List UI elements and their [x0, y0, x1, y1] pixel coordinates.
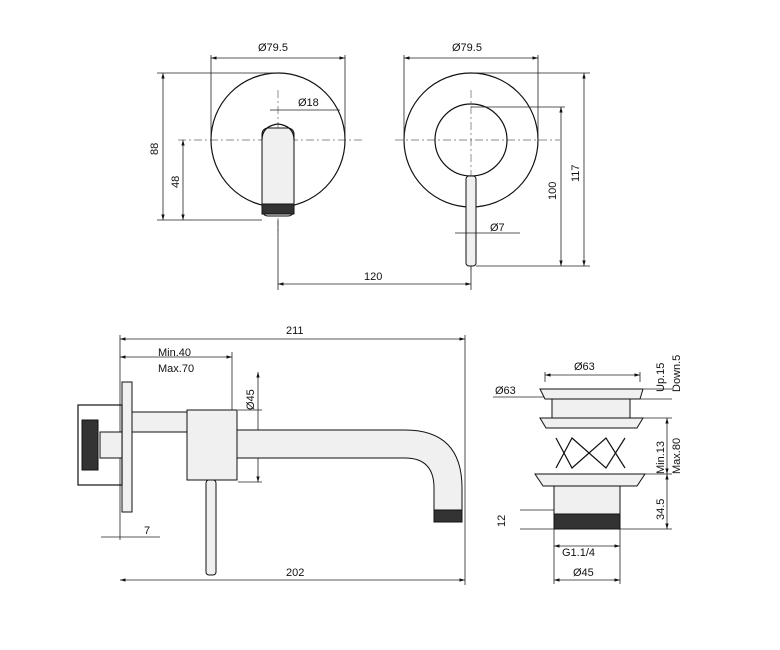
dim-drain-thread: G1.1/4 [562, 547, 595, 559]
dim-side-min: Min.40 [158, 347, 191, 359]
dim-top-right-lever-diameter: Ø7 [490, 222, 505, 234]
dim-drain-down: Down.5 [671, 355, 683, 392]
front-view-left [157, 55, 365, 290]
dim-top-right-diameter: Ø79.5 [452, 42, 482, 54]
dim-drain-345: 34.5 [655, 499, 667, 520]
front-view-right [278, 55, 590, 290]
dim-drain-top-diameter: Ø63 [574, 361, 595, 373]
dim-drain-max: Max.80 [671, 438, 683, 474]
side-view [77, 335, 466, 585]
drain-view [493, 372, 672, 584]
dim-top-left-lever-diameter: Ø18 [298, 97, 319, 109]
dim-top-right-117: 117 [570, 164, 582, 182]
dim-drain-bottom-diameter: Ø45 [573, 567, 594, 579]
dim-drain-min: Min.13 [655, 441, 667, 474]
dim-drain-up: Up.15 [655, 363, 667, 392]
dim-drain-12: 12 [496, 515, 508, 527]
dim-side-diameter: Ø45 [245, 389, 257, 410]
dim-top-left-88: 88 [149, 143, 161, 155]
dim-top-center-distance: 120 [364, 271, 382, 283]
dim-top-left-diameter: Ø79.5 [258, 42, 288, 54]
dim-side-overall: 211 [286, 325, 304, 337]
dim-side-bottom: 202 [286, 567, 304, 579]
dim-side-max: Max.70 [158, 363, 194, 375]
dim-top-right-100: 100 [547, 182, 559, 200]
dim-top-left-48: 48 [170, 176, 182, 188]
dim-drain-left-diameter: Ø63 [495, 385, 516, 397]
dim-side-plate: 7 [144, 525, 150, 537]
